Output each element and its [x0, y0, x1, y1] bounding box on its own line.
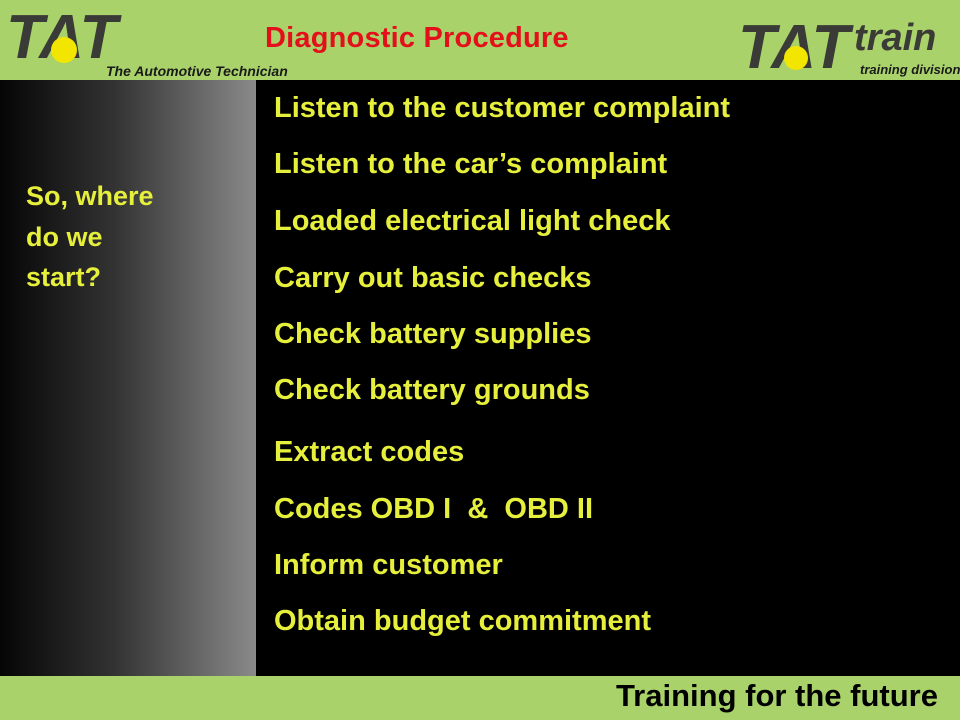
tat-logo-left: TAT The Automotive Technician — [6, 3, 288, 79]
procedure-step: Extract codes — [274, 436, 465, 468]
logo-yellow-dot — [784, 46, 808, 70]
header-band: TAT The Automotive Technician Diagnostic… — [0, 0, 960, 80]
procedure-steps: Listen to the customer complaint Listen … — [256, 80, 960, 676]
procedure-step: Listen to the car’s complaint — [274, 148, 668, 180]
procedure-step: Check battery grounds — [274, 374, 590, 406]
tat-train-logo-right: TAT train training division — [738, 13, 960, 80]
procedure-step: Check battery supplies — [274, 318, 592, 350]
footer-tagline: Training for the future — [615, 678, 938, 713]
page-title: Diagnostic Procedure — [265, 22, 569, 54]
procedure-step: Listen to the customer complaint — [274, 92, 730, 124]
procedure-step: Codes OBD I & OBD II — [274, 493, 594, 525]
procedure-step: Obtain budget commitment — [274, 605, 651, 637]
footer-band: Training for the future — [0, 676, 960, 720]
svg-text:The Automotive Technician: The Automotive Technician — [106, 63, 288, 79]
sidebar-question: So, where do we start? — [26, 181, 154, 292]
procedure-step: Carry out basic checks — [274, 262, 592, 294]
sidebar-gradient-panel: So, where do we start? — [0, 80, 256, 676]
svg-text:training division: training division — [860, 62, 960, 77]
procedure-step: Inform customer — [274, 549, 503, 581]
svg-text:train: train — [854, 17, 936, 59]
logo-yellow-dot — [51, 37, 77, 63]
procedure-step: Loaded electrical light check — [274, 205, 671, 237]
